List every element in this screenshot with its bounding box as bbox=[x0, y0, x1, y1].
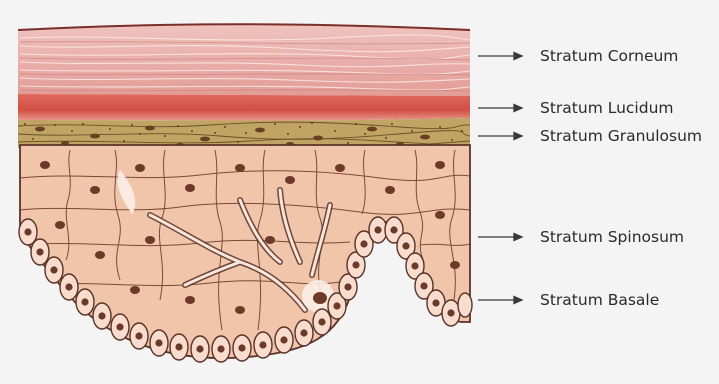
arrowhead-spinosum bbox=[514, 234, 522, 241]
stratum-corneum-layer bbox=[18, 24, 470, 96]
arrowhead-lucidum bbox=[514, 105, 522, 112]
label-stratum-lucidum: Stratum Lucidum bbox=[540, 99, 674, 117]
stratum-granulosum-layer bbox=[18, 118, 470, 149]
arrowhead-basale bbox=[514, 297, 522, 304]
label-stratum-spinosum: Stratum Spinosum bbox=[540, 228, 684, 246]
label-stratum-granulosum: Stratum Granulosum bbox=[540, 127, 702, 145]
label-stratum-basale: Stratum Basale bbox=[540, 291, 659, 309]
label-arrows bbox=[478, 53, 522, 304]
arrowhead-corneum bbox=[514, 53, 522, 60]
stratum-lucidum-layer bbox=[18, 94, 470, 121]
arrowhead-granulosum bbox=[514, 133, 522, 140]
label-stratum-corneum: Stratum Corneum bbox=[540, 47, 678, 65]
